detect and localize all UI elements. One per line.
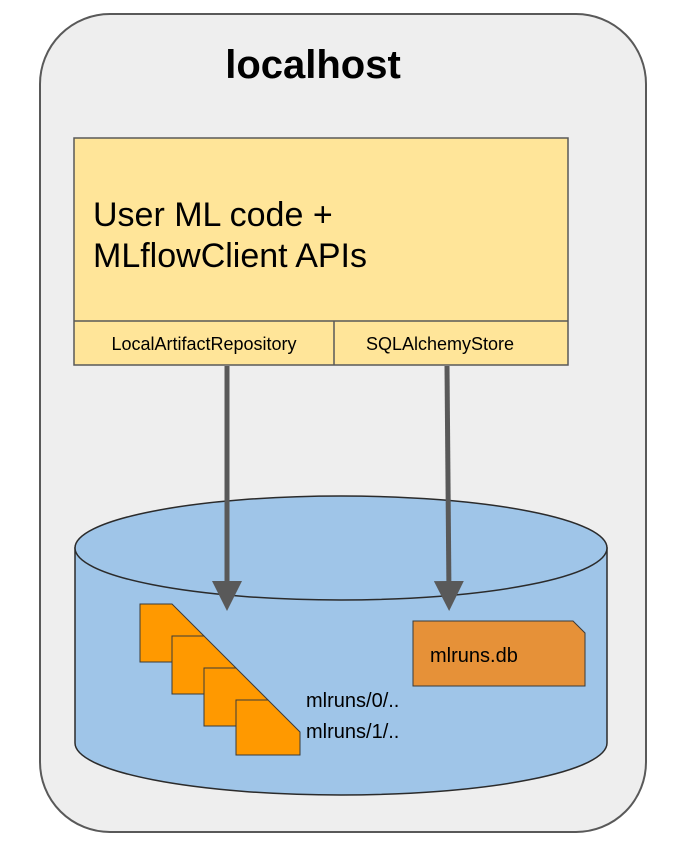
db-file-icon — [412, 620, 586, 687]
artifact-path-0: mlruns/0/.. — [306, 690, 399, 712]
storage-cylinder-body — [74, 547, 608, 796]
artifact-path-1: mlruns/1/.. — [306, 721, 399, 743]
storage-cylinder-top — [74, 495, 608, 601]
localhost-title: localhost — [225, 43, 401, 87]
store-arrow — [433, 365, 464, 611]
db-label: mlruns.db — [430, 645, 518, 667]
artifact-files — [139, 603, 301, 756]
file-icon — [235, 699, 301, 756]
client-box — [73, 137, 569, 366]
artifact-repo-label: LocalArtifactRepository — [111, 334, 296, 354]
store-label: SQLAlchemyStore — [366, 334, 514, 354]
client-title-line2: MLflowClient APIs — [93, 237, 367, 275]
client-title-line1: User ML code + — [93, 196, 333, 234]
